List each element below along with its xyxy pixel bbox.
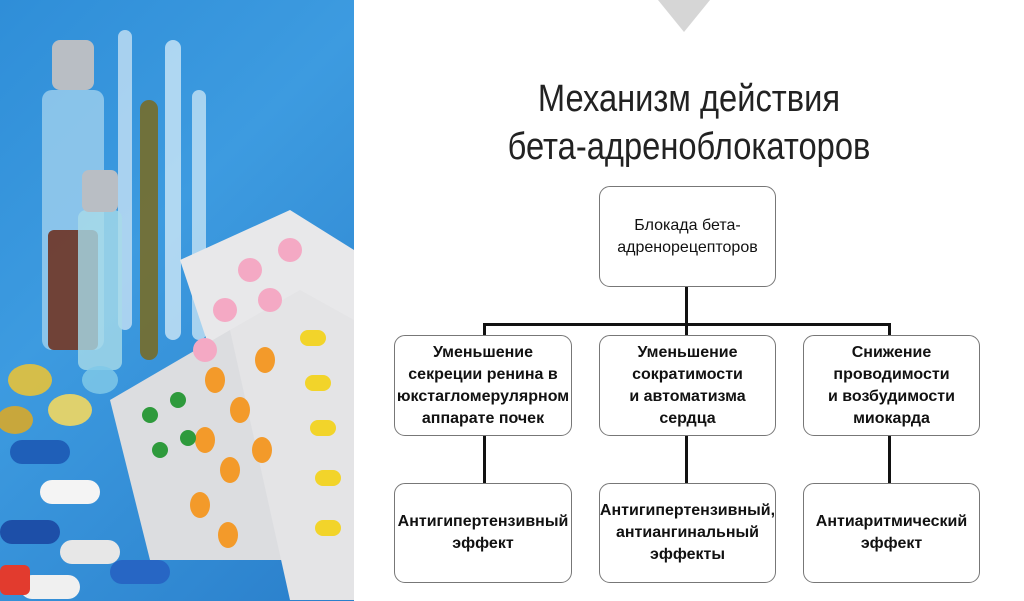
slide-notch [658,0,710,32]
mechanism-box-myocardium: Снижение проводимости и возбудимости мио… [803,335,980,436]
effect-box-antihypertensive: Антигипертензивный эффект [394,483,572,583]
root-text: Блокада бета- адренорецепторов [617,215,757,259]
root-box: Блокада бета- адренорецепторов [599,186,776,287]
connector-right-effect [888,434,891,484]
title-line-1: Механизм действия [401,76,977,122]
effect-box-antiarrhythmic: Антиаритмический эффект [803,483,980,583]
effect-text: Антигипертензивный, антиангинальный эффе… [600,500,775,566]
vial [78,210,122,370]
mechanism-text: Уменьшение сократимости и автоматизма се… [629,342,745,430]
slide: Механизм действия бета-адреноблокаторов … [354,0,1024,601]
mechanism-text: Снижение проводимости и возбудимости мио… [828,342,955,430]
ampoule [165,40,181,340]
connector-root-down [685,287,688,325]
title-line-2: бета-адреноблокаторов [401,124,977,170]
medicine-illustration [0,0,354,601]
effect-text: Антиаритмический эффект [816,511,967,555]
effect-text: Антигипертензивный эффект [398,511,569,555]
vial-cap [52,40,94,90]
connector-center-effect [685,434,688,484]
connector-left-effect [483,434,486,484]
mechanism-box-renin: Уменьшение секреции ренина в юкстагломер… [394,335,572,436]
ampoule [140,100,158,360]
mechanism-box-heart: Уменьшение сократимости и автоматизма се… [599,335,776,436]
vial-cap [82,170,118,212]
medicine-photo [0,0,354,601]
effect-box-antianginal: Антигипертензивный, антиангинальный эффе… [599,483,776,583]
mechanism-text: Уменьшение секреции ренина в юкстагломер… [397,342,569,430]
